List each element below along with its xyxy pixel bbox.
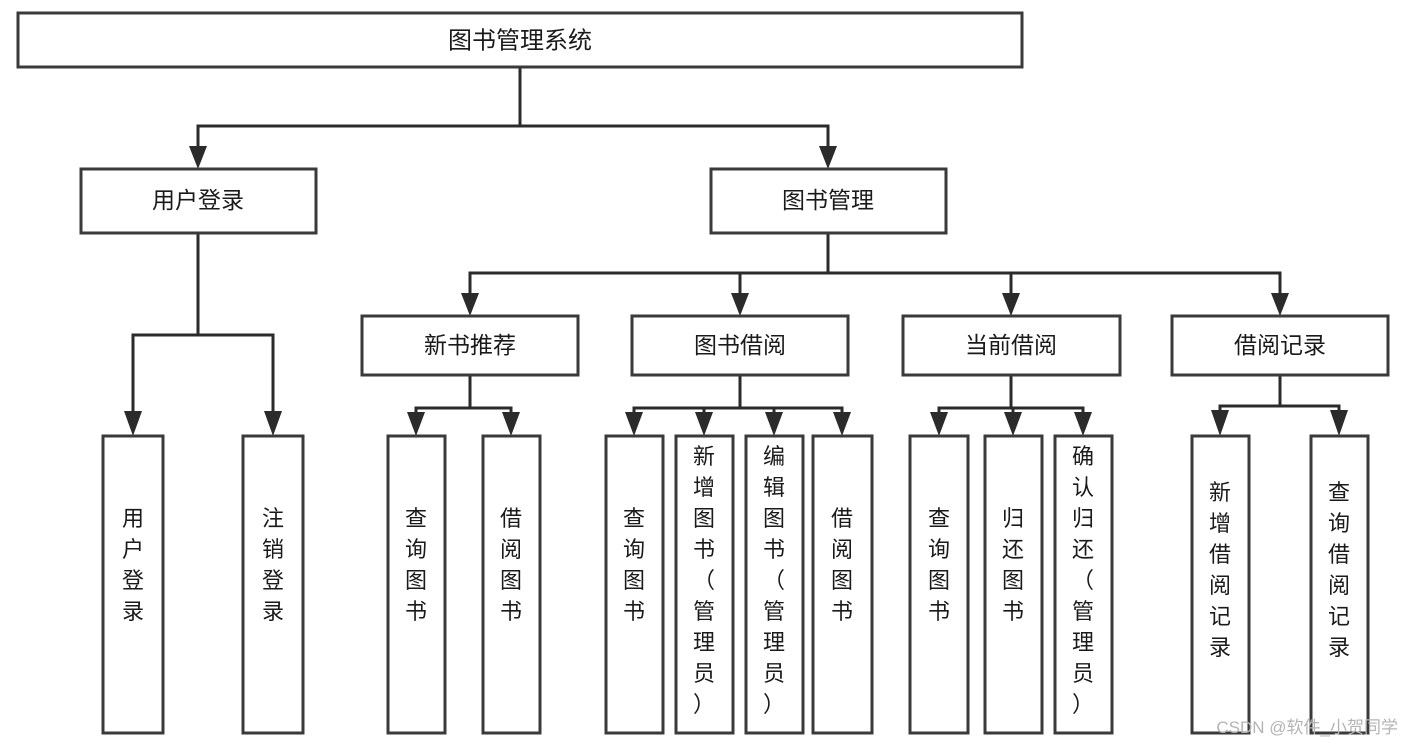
leaf-add-book-admin[interactable]: 新增图书（管理员） — [674, 434, 735, 735]
leaf-borrow-book-1-box[interactable] — [481, 434, 542, 735]
leaf-user-login-label: 用户登录 — [122, 506, 144, 624]
leaf-borrow-book-2-box[interactable] — [811, 434, 874, 735]
node-user-login-label: 用户登录 — [152, 187, 244, 213]
node-root[interactable]: 图书管理系统 — [16, 11, 1024, 69]
node-new-book-recommend-label: 新书推荐 — [424, 332, 516, 358]
leaf-query-book-2-label: 查询图书 — [623, 506, 645, 624]
arrow-head-user-login-leaf — [124, 411, 142, 436]
node-current-borrow-label: 当前借阅 — [965, 332, 1057, 358]
leaf-add-book-admin-label: 新增图书（管理员） — [693, 444, 715, 717]
node-new-book-recommend-box[interactable] — [360, 314, 580, 377]
leaf-query-book-3-box[interactable] — [908, 434, 970, 735]
arrow-head-confirm-return-admin — [1074, 412, 1092, 436]
node-book-management-label: 图书管理 — [782, 187, 874, 213]
arrow-head-borrow-book-1 — [502, 412, 520, 436]
leaf-query-borrow-record[interactable]: 查询借阅记录 — [1309, 434, 1370, 735]
node-root-label: 图书管理系统 — [448, 27, 592, 54]
arrow-head-new-book-recommend — [461, 293, 479, 316]
arrow-head-query-book-3 — [930, 412, 948, 436]
leaf-user-login[interactable]: 用户登录 — [101, 434, 165, 735]
node-user-login-box[interactable] — [79, 167, 318, 235]
arrow-head-return-book — [1004, 412, 1022, 436]
leaf-borrow-book-1[interactable]: 借阅图书 — [481, 434, 542, 735]
node-new-book-recommend[interactable]: 新书推荐 — [360, 314, 580, 377]
leaf-layer: 用户登录 注销登录 查询图书 借阅图书 查询图书 新增图书（管理员） 编辑图书（… — [101, 434, 1370, 735]
leaf-user-logout[interactable]: 注销登录 — [241, 434, 305, 735]
node-borrow-records-label: 借阅记录 — [1234, 332, 1326, 358]
arrow-head-user-login — [189, 146, 207, 169]
leaf-query-borrow-record-label: 查询借阅记录 — [1328, 480, 1350, 660]
arrow-head-query-book-2 — [625, 412, 643, 436]
leaf-add-borrow-record-label: 新增借阅记录 — [1209, 480, 1231, 660]
leaf-user-login-box[interactable] — [101, 434, 165, 735]
leaf-query-book-1[interactable]: 查询图书 — [386, 434, 447, 735]
leaf-confirm-return-admin-box[interactable] — [1053, 434, 1114, 735]
leaf-add-book-admin-box[interactable] — [674, 434, 735, 735]
leaf-borrow-book-1-label: 借阅图书 — [500, 506, 522, 624]
leaf-user-logout-label: 注销登录 — [262, 506, 284, 624]
arrow-head-user-logout-leaf — [264, 411, 282, 436]
node-current-borrow[interactable]: 当前借阅 — [901, 314, 1122, 377]
leaf-confirm-return-admin[interactable]: 确认归还（管理员） — [1053, 434, 1114, 735]
leaf-edit-book-admin-label: 编辑图书（管理员） — [763, 444, 785, 717]
arrow-head-query-borrow-record — [1330, 410, 1348, 436]
node-book-borrow[interactable]: 图书借阅 — [630, 314, 850, 377]
arrow-head-book-borrow — [731, 293, 749, 316]
arrow-head-add-book-admin — [695, 412, 713, 436]
leaf-edit-book-admin-box[interactable] — [744, 434, 805, 735]
leaf-query-book-3[interactable]: 查询图书 — [908, 434, 970, 735]
arrow-head-book-management — [819, 146, 837, 169]
node-book-management[interactable]: 图书管理 — [709, 167, 948, 235]
arrow-head-add-borrow-record — [1211, 410, 1229, 436]
csdn-watermark: CSDN @软件_小贺同学 — [1216, 718, 1398, 737]
node-current-borrow-box[interactable] — [901, 314, 1122, 377]
node-book-borrow-label: 图书借阅 — [694, 332, 786, 358]
leaf-query-book-2-box[interactable] — [604, 434, 665, 735]
leaf-return-book-box[interactable] — [983, 434, 1044, 735]
arrow-head-query-book-1 — [407, 412, 425, 436]
node-book-management-box[interactable] — [709, 167, 948, 235]
leaf-add-borrow-record[interactable]: 新增借阅记录 — [1190, 434, 1251, 735]
node-book-borrow-box[interactable] — [630, 314, 850, 377]
arrow-head-borrow-records — [1271, 293, 1289, 316]
node-borrow-records[interactable]: 借阅记录 — [1170, 314, 1390, 377]
arrow-head-borrow-book-2 — [833, 412, 851, 436]
leaf-query-book-3-label: 查询图书 — [928, 506, 950, 624]
leaf-return-book-label: 归还图书 — [1002, 506, 1024, 624]
leaf-return-book[interactable]: 归还图书 — [983, 434, 1044, 735]
leaf-user-logout-box[interactable] — [241, 434, 305, 735]
leaf-query-book-2[interactable]: 查询图书 — [604, 434, 665, 735]
node-borrow-records-box[interactable] — [1170, 314, 1390, 377]
leaf-confirm-return-admin-label: 确认归还（管理员） — [1072, 444, 1094, 717]
arrow-head-current-borrow — [1002, 293, 1020, 316]
arrow-head-edit-book-admin — [765, 412, 783, 436]
leaf-query-book-1-label: 查询图书 — [405, 506, 427, 624]
leaf-query-book-1-box[interactable] — [386, 434, 447, 735]
leaf-add-borrow-record-box[interactable] — [1190, 434, 1251, 735]
connector-layer — [124, 65, 1348, 436]
node-root-box[interactable] — [16, 11, 1024, 69]
leaf-edit-book-admin[interactable]: 编辑图书（管理员） — [744, 434, 805, 735]
leaf-query-borrow-record-box[interactable] — [1309, 434, 1370, 735]
node-user-login[interactable]: 用户登录 — [79, 167, 318, 235]
leaf-borrow-book-2[interactable]: 借阅图书 — [811, 434, 874, 735]
leaf-borrow-book-2-label: 借阅图书 — [831, 506, 853, 624]
